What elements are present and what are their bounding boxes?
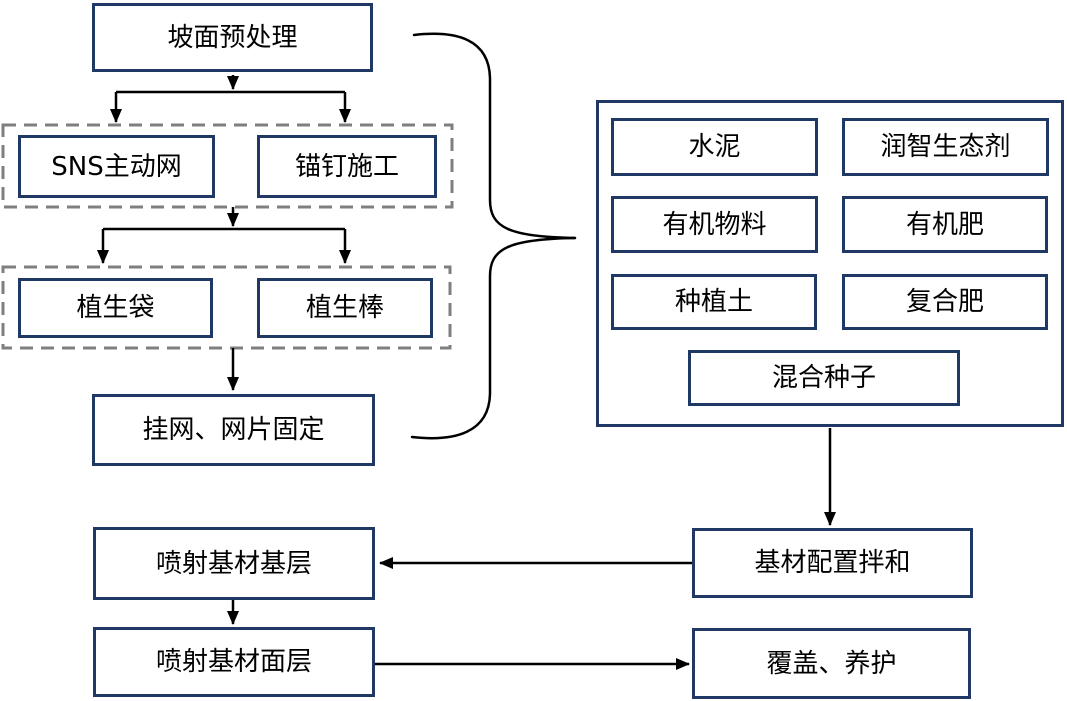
node-label: 喷射基材基层 bbox=[155, 548, 312, 579]
brace-upper-half bbox=[412, 32, 577, 240]
node-sns-active-net: SNS主动网 bbox=[18, 135, 215, 198]
node-spray-substrate-surface-layer: 喷射基材面层 bbox=[93, 627, 375, 697]
node-label: 坡面预处理 bbox=[167, 22, 298, 53]
node-label: 锚钉施工 bbox=[294, 151, 399, 182]
node-organic-material: 有机物料 bbox=[611, 196, 818, 253]
node-label: 植生棒 bbox=[305, 293, 384, 323]
node-slope-pretreatment: 坡面预处理 bbox=[92, 3, 373, 72]
node-label: 混合种子 bbox=[771, 363, 876, 393]
node-compound-fertilizer: 复合肥 bbox=[842, 274, 1048, 330]
node-label: 润智生态剂 bbox=[880, 132, 1011, 162]
node-cement: 水泥 bbox=[611, 118, 818, 176]
node-planting-soil: 种植土 bbox=[611, 274, 817, 330]
node-mixed-seeds: 混合种子 bbox=[688, 350, 960, 406]
node-cover-maintenance: 覆盖、养护 bbox=[692, 628, 971, 699]
node-label: 基材配置拌和 bbox=[754, 548, 911, 578]
node-substrate-preparation-mixing: 基材配置拌和 bbox=[692, 528, 973, 598]
brace-lower-half bbox=[410, 236, 577, 440]
materials-group-container bbox=[596, 100, 1064, 427]
group-frame-net-construction bbox=[1, 123, 454, 209]
node-label: 复合肥 bbox=[905, 287, 984, 317]
node-label: 有机肥 bbox=[905, 209, 984, 240]
node-label: 有机物料 bbox=[662, 209, 767, 240]
node-label: 水泥 bbox=[688, 132, 741, 162]
node-label: 喷射基材面层 bbox=[155, 647, 312, 677]
node-label: 覆盖、养护 bbox=[766, 648, 897, 679]
node-label: 挂网、网片固定 bbox=[142, 415, 325, 445]
node-label: SNS主动网 bbox=[51, 151, 182, 182]
node-net-hanging-fixing: 挂网、网片固定 bbox=[92, 394, 375, 466]
node-runzhi-eco-agent: 润智生态剂 bbox=[842, 118, 1049, 176]
node-vegetation-rod: 植生棒 bbox=[257, 278, 433, 338]
group-frame-vegetation bbox=[1, 265, 452, 350]
node-label: 种植土 bbox=[674, 287, 753, 317]
node-anchor-bolt-construction: 锚钉施工 bbox=[257, 135, 437, 198]
node-label: 植生袋 bbox=[76, 293, 155, 323]
node-organic-fertilizer: 有机肥 bbox=[842, 196, 1048, 253]
node-vegetation-bag: 植生袋 bbox=[18, 278, 213, 338]
node-spray-substrate-base-layer: 喷射基材基层 bbox=[93, 527, 375, 600]
